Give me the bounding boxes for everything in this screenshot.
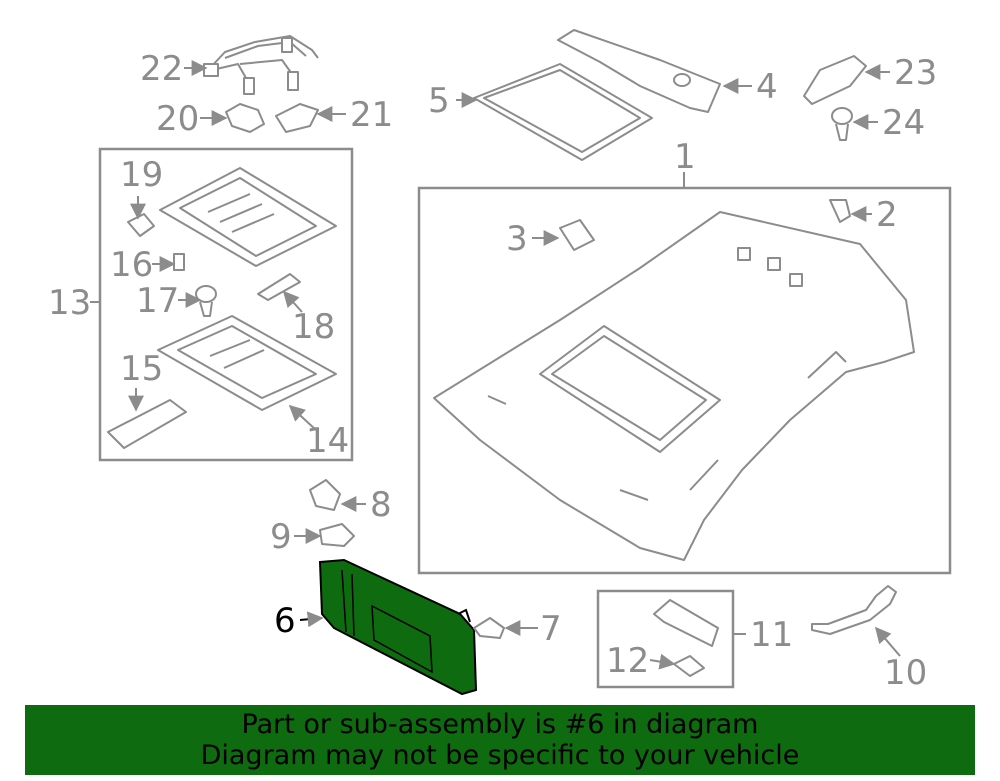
- callout-18: 18: [292, 307, 335, 347]
- part-2-clip: [829, 199, 851, 223]
- callout-8: 8: [370, 485, 392, 525]
- leader-10: [874, 626, 901, 657]
- part-18-bulb: [257, 273, 301, 301]
- callout-13: 13: [48, 283, 91, 323]
- part-13-console-top: [159, 167, 337, 267]
- part-12-bulb: [673, 655, 705, 677]
- part-22-harness: [203, 35, 319, 95]
- part-19-nut: [127, 213, 155, 237]
- leader-14: [288, 404, 317, 431]
- callout-24: 24: [882, 103, 925, 143]
- callout-2: 2: [876, 195, 898, 235]
- part-9-cover: [319, 523, 355, 547]
- callout-22: 22: [140, 49, 183, 89]
- part-24-clip: [831, 107, 853, 141]
- part-23-trim: [803, 55, 867, 105]
- callout-12: 12: [606, 641, 649, 681]
- callout-14: 14: [306, 421, 349, 461]
- callout-9: 9: [270, 517, 292, 557]
- part-14-console: [157, 315, 337, 411]
- part-10-grab-handle: [811, 585, 897, 635]
- callout-6: 6: [274, 601, 296, 641]
- part-16-clip: [173, 253, 185, 271]
- callout-21: 21: [350, 95, 393, 135]
- group-box-13: [98, 147, 354, 462]
- callout-1: 1: [674, 137, 696, 177]
- callout-20: 20: [156, 99, 199, 139]
- callout-19: 19: [120, 155, 163, 195]
- callout-10: 10: [884, 653, 927, 693]
- part-6-sun-visor: [318, 558, 478, 696]
- callout-11: 11: [750, 615, 793, 655]
- callout-5: 5: [428, 81, 450, 121]
- leader-6: [299, 611, 324, 628]
- part-21-bracket: [275, 103, 319, 133]
- part-3-bracket: [559, 219, 595, 251]
- callout-7: 7: [540, 609, 562, 649]
- part-7-clip: [473, 617, 505, 639]
- banner-line-2: Diagram may not be specific to your vehi…: [200, 740, 800, 771]
- banner-line-1: Part or sub-assembly is #6 in diagram: [241, 709, 759, 740]
- callout-3: 3: [506, 219, 528, 259]
- callout-23: 23: [894, 53, 937, 93]
- leader-18: [282, 290, 303, 313]
- part-20-connector: [225, 103, 265, 133]
- callout-15: 15: [120, 349, 163, 389]
- callout-17: 17: [136, 281, 179, 321]
- part-11-lamp: [653, 599, 719, 647]
- notice-banner: Part or sub-assembly is #6 in diagram Di…: [25, 705, 975, 775]
- part-1-headliner: [433, 211, 915, 561]
- part-8-bracket: [309, 479, 341, 511]
- part-15-lamp-lens: [107, 399, 187, 449]
- part-5-sunroof-seal: [473, 63, 653, 161]
- callout-16: 16: [110, 245, 153, 285]
- leader-12: [649, 653, 676, 670]
- part-4-panel: [557, 29, 721, 113]
- group-box-11: [596, 589, 735, 689]
- callout-4: 4: [756, 67, 778, 107]
